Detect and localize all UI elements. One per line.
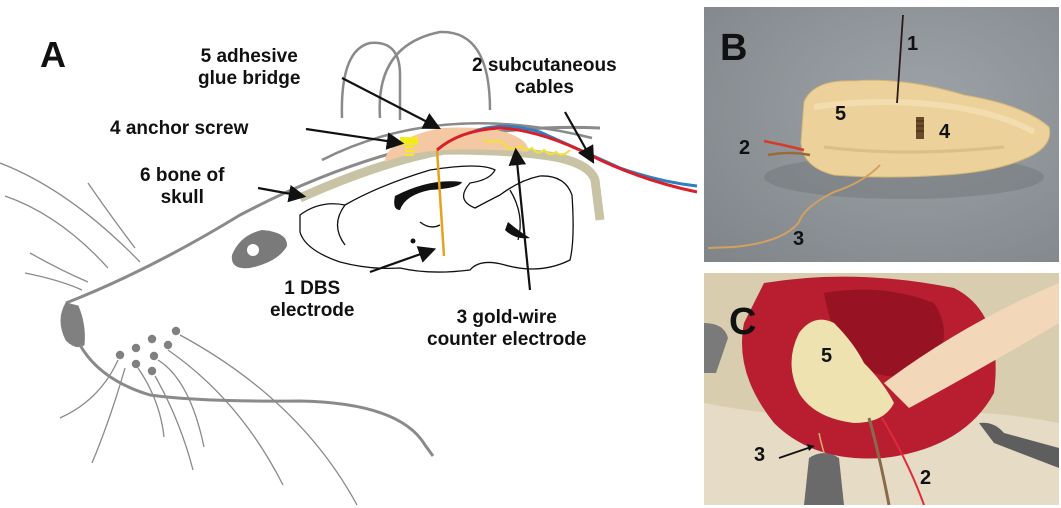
photo-b-label-1: 1 xyxy=(907,33,919,55)
ear-front xyxy=(378,30,492,119)
panel-c-photo-surgery: C 5 3 2 xyxy=(704,273,1059,505)
head-top-line xyxy=(321,122,593,162)
arrow-cables xyxy=(564,111,595,164)
cable-red xyxy=(881,417,925,505)
panel-letter-a: A xyxy=(40,34,66,75)
lower-whiskers xyxy=(59,334,358,506)
label-subcutaneous-cables: 2 subcutaneous cables xyxy=(472,55,617,98)
skull-bone xyxy=(298,145,605,221)
jaw-outline xyxy=(78,344,435,457)
panel-b-photo-implant: B 1 2 3 4 5 xyxy=(704,7,1059,262)
panel-letter-b: B xyxy=(720,27,748,69)
dbs-electrode-pin xyxy=(896,14,904,104)
annotation-arrows xyxy=(257,77,595,291)
cable-red xyxy=(763,139,805,152)
eye xyxy=(231,230,288,269)
surgery-photo-drawing xyxy=(704,273,1059,505)
dbs-electrode-wire xyxy=(435,149,446,257)
label-counter-electrode: 3 gold-wire counter electrode xyxy=(427,307,587,350)
label-dbs-electrode: 1 DBS electrode xyxy=(270,278,355,321)
glue-bridge xyxy=(385,127,529,162)
whisker-pads xyxy=(115,326,181,376)
retractor-right xyxy=(979,422,1059,468)
gold-counter-wire xyxy=(482,138,571,156)
cable-brown xyxy=(867,417,891,505)
anchor-screw xyxy=(916,117,924,139)
cable-red xyxy=(436,126,698,194)
glue-bridge-implant xyxy=(791,319,894,423)
panel-a-schematic: A 5 adhesive glue bridge 4 anchor screw … xyxy=(0,30,698,506)
photo-c-label-5: 5 xyxy=(821,345,833,367)
photo-b-label-4: 4 xyxy=(939,121,951,143)
rat-head-drawing xyxy=(0,30,698,506)
glue-bridge-block xyxy=(800,79,1051,178)
pipette-tip xyxy=(884,283,1059,408)
photo-b-label-2: 2 xyxy=(739,137,751,159)
arrow-dbs xyxy=(369,246,437,274)
photo-b-label-5: 5 xyxy=(835,103,847,125)
gold-wire xyxy=(707,164,881,249)
arrow-bone xyxy=(257,184,307,203)
panel-letter-c: C xyxy=(729,301,757,343)
label-anchor-screw: 4 anchor screw xyxy=(110,118,249,139)
nose xyxy=(60,302,85,348)
arrow-screw xyxy=(305,127,405,150)
photo-c-label-2: 2 xyxy=(920,467,932,489)
retractor-left xyxy=(704,323,728,373)
arrow-counter xyxy=(508,147,532,291)
cable-brown xyxy=(767,151,811,157)
retractor-bottom xyxy=(804,453,844,505)
photo-c-label-3: 3 xyxy=(754,444,766,466)
arrow-glue xyxy=(341,77,441,130)
label-bone-of-skull: 6 bone of skull xyxy=(140,165,225,208)
photo-b-label-3: 3 xyxy=(793,228,805,250)
implant-photo-drawing xyxy=(707,14,1051,249)
label-glue-bridge: 5 adhesive glue bridge xyxy=(198,46,301,89)
upper-whiskers xyxy=(0,162,141,291)
anchor-screw xyxy=(400,137,418,156)
ear-back xyxy=(340,41,402,120)
head-outline xyxy=(65,125,601,305)
